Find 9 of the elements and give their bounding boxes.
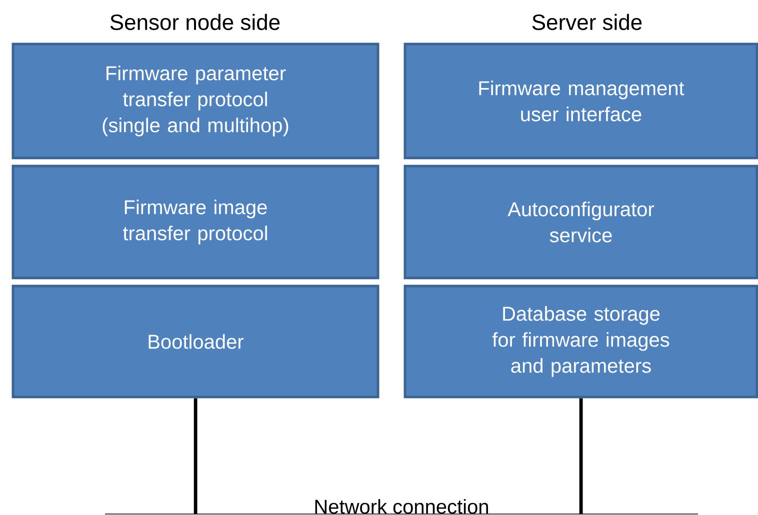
layer-box: Bootloader xyxy=(12,284,380,398)
network-line: Network connection xyxy=(104,499,698,514)
layer-box: Firmware image transfer protocol xyxy=(12,164,380,280)
layer-box: Database storage for firmware images and parameters xyxy=(404,284,758,398)
connector-line xyxy=(194,398,198,514)
connector-line xyxy=(579,398,583,514)
layer-box: Firmware parameter transfer protocol (single and multihop) xyxy=(12,42,380,160)
layer-box: Autoconfigurator service xyxy=(404,164,758,280)
layer-box: Firmware management user interface xyxy=(404,42,758,160)
